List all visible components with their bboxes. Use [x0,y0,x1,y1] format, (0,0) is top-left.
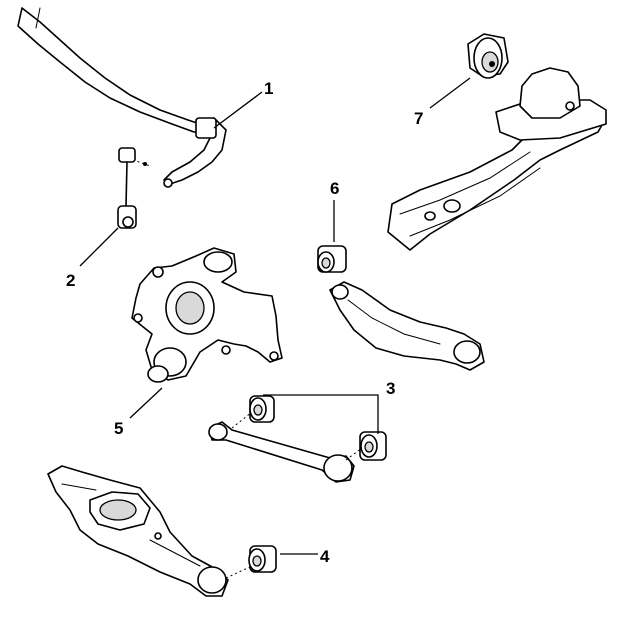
callout-6: 6 [330,179,339,198]
leader-7 [429,77,471,109]
knuckle [131,247,283,383]
leader-5 [129,387,163,419]
leader-lines [79,77,471,555]
callout-4: 4 [320,547,330,566]
callout-1: 1 [264,79,273,98]
stabilizer-bar [17,7,227,188]
leader-2 [79,227,119,267]
bushing-3b [359,431,387,461]
bushing-6 [317,245,347,273]
trailing-arm [387,67,607,251]
stabilizer-link [117,147,151,229]
callout-7: 7 [414,109,423,128]
bushing-4 [248,545,277,573]
leader-1 [213,91,263,129]
leader-3 [263,394,379,434]
callout-5: 5 [114,419,123,438]
bushing-3a [249,395,275,423]
callout-2: 2 [66,271,75,290]
upper-arm [329,281,485,371]
lower-arm [47,465,253,597]
lateral-link [208,411,363,483]
bushing-7 [467,33,509,79]
callout-3: 3 [386,379,395,398]
